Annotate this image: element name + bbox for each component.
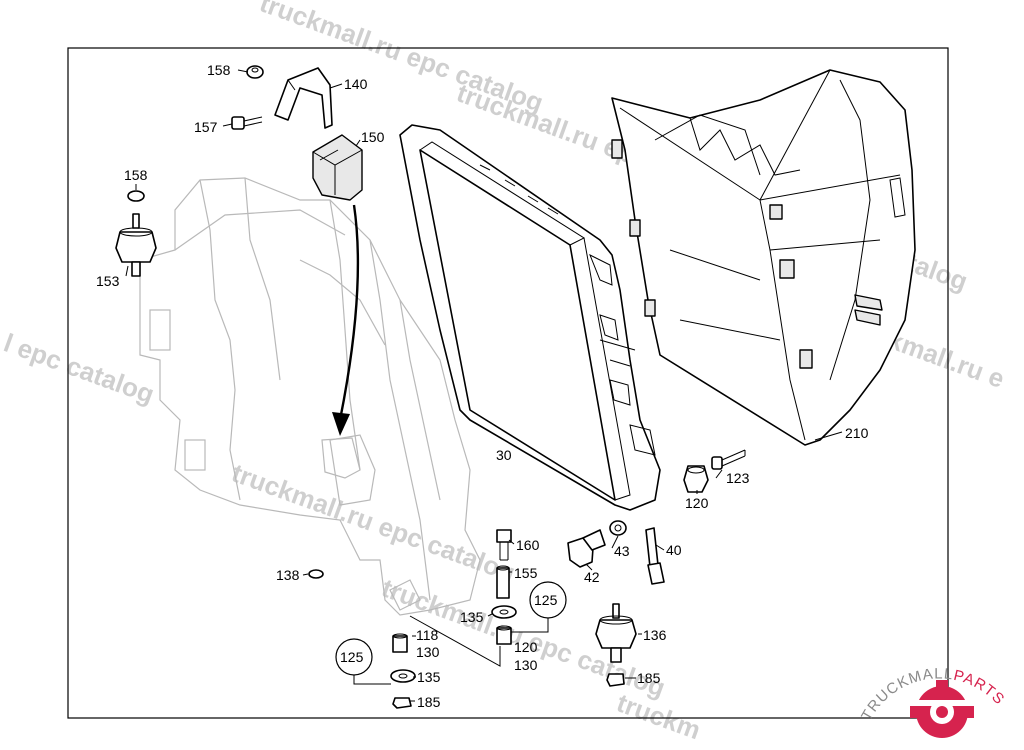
label-140: 140 <box>344 76 368 92</box>
label-135-right: 135 <box>460 609 484 625</box>
label-118: 118 <box>416 627 439 643</box>
bolt-157 <box>231 116 263 130</box>
label-125-right: 125 <box>534 592 558 608</box>
nut-120-right <box>683 465 709 493</box>
part-labels: 158 140 157 150 158 153 30 210 123 120 1… <box>96 62 869 710</box>
gear-icon <box>900 680 980 738</box>
ghost-sensor <box>321 437 361 479</box>
assembly-arrow-head <box>332 412 350 436</box>
assembly-arrow <box>338 204 360 421</box>
label-123: 123 <box>726 470 750 486</box>
label-185-right: 185 <box>637 670 661 686</box>
nut-185-right <box>606 673 625 687</box>
washer-43 <box>609 520 627 536</box>
watermark-text: l epc catalog <box>0 327 158 409</box>
label-135-left: 135 <box>417 669 441 685</box>
label-136: 136 <box>643 627 667 643</box>
nut-185-left <box>392 697 412 709</box>
label-43: 43 <box>614 543 630 559</box>
bushing-118-130 <box>392 633 408 653</box>
diagram-frame <box>67 47 949 719</box>
isolator-153 <box>115 190 157 277</box>
bolt-123 <box>711 449 746 470</box>
label-155: 155 <box>514 565 538 581</box>
label-157: 157 <box>194 119 218 135</box>
label-158-left: 158 <box>124 167 148 183</box>
pin-155 <box>496 565 510 599</box>
bracket-140 <box>274 67 333 129</box>
washer-135-left <box>390 669 416 683</box>
temperature-sensor-40 <box>645 527 665 585</box>
washer-135-right <box>491 605 517 619</box>
label-158-top: 158 <box>207 62 231 78</box>
bushing-120-130 <box>496 625 512 645</box>
label-42: 42 <box>584 569 600 585</box>
label-120-bottom: 120 <box>514 639 538 655</box>
label-153: 153 <box>96 273 120 289</box>
label-210: 210 <box>845 425 869 441</box>
fan-shroud-210 <box>611 69 916 446</box>
label-185-left: 185 <box>417 694 441 710</box>
engine-mount-136 <box>595 603 637 663</box>
label-150: 150 <box>361 129 385 145</box>
label-40: 40 <box>666 542 682 558</box>
label-160: 160 <box>516 537 540 553</box>
label-130-bottom: 130 <box>514 657 538 673</box>
drain-plug-42 <box>567 529 606 568</box>
leader-lines <box>125 69 843 702</box>
label-130-left: 130 <box>416 644 440 660</box>
label-120-right: 120 <box>685 495 709 511</box>
control-unit-150 <box>312 134 363 201</box>
truckmallparts-logo: TRUCKMALLPARTS <box>858 665 1007 738</box>
washer-138 <box>308 569 324 579</box>
engine-block-outline <box>139 177 481 616</box>
label-125-left: 125 <box>340 649 364 665</box>
radiator-30 <box>399 124 661 511</box>
label-30: 30 <box>496 447 512 463</box>
label-138: 138 <box>276 567 300 583</box>
bushing-158-top <box>246 65 264 79</box>
